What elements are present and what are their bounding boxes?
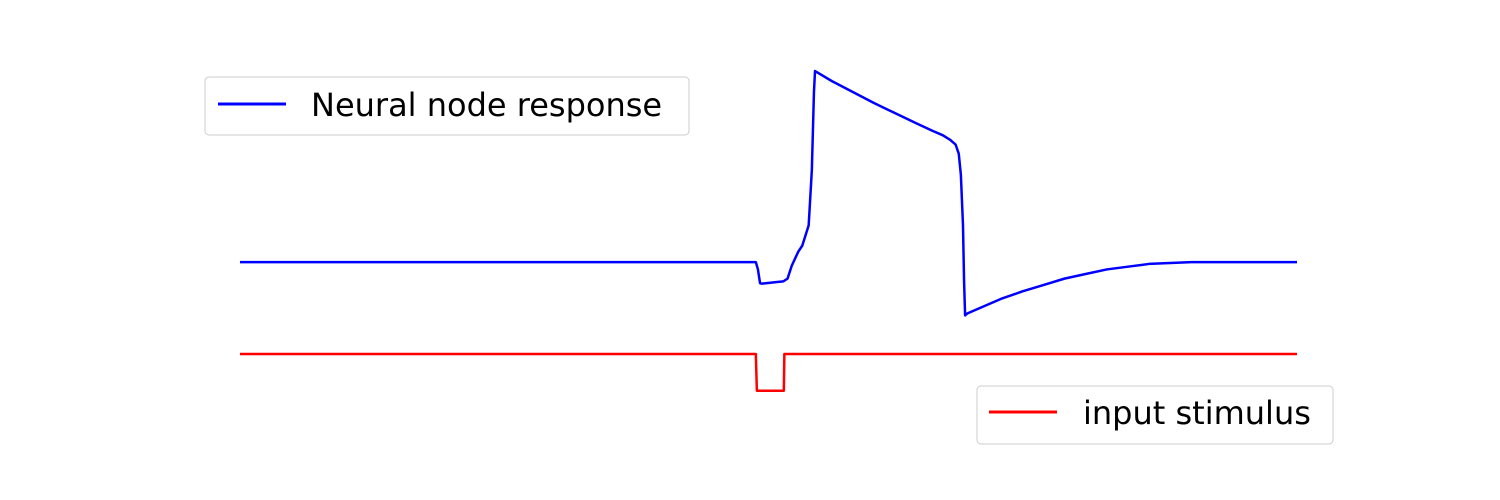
legend-label-input-stimulus: input stimulus bbox=[1083, 394, 1311, 432]
series-line-input-stimulus bbox=[240, 352, 1297, 392]
series-line-neural-node-response bbox=[240, 69, 1297, 317]
legend-box bbox=[204, 76, 690, 136]
legend-label-neural-response: Neural node response bbox=[311, 86, 662, 124]
series-layer bbox=[240, 69, 1297, 392]
legend-box bbox=[976, 385, 1334, 445]
legend-input-stimulus: input stimulus bbox=[976, 385, 1334, 445]
legend-neural-response: Neural node response bbox=[204, 76, 690, 136]
